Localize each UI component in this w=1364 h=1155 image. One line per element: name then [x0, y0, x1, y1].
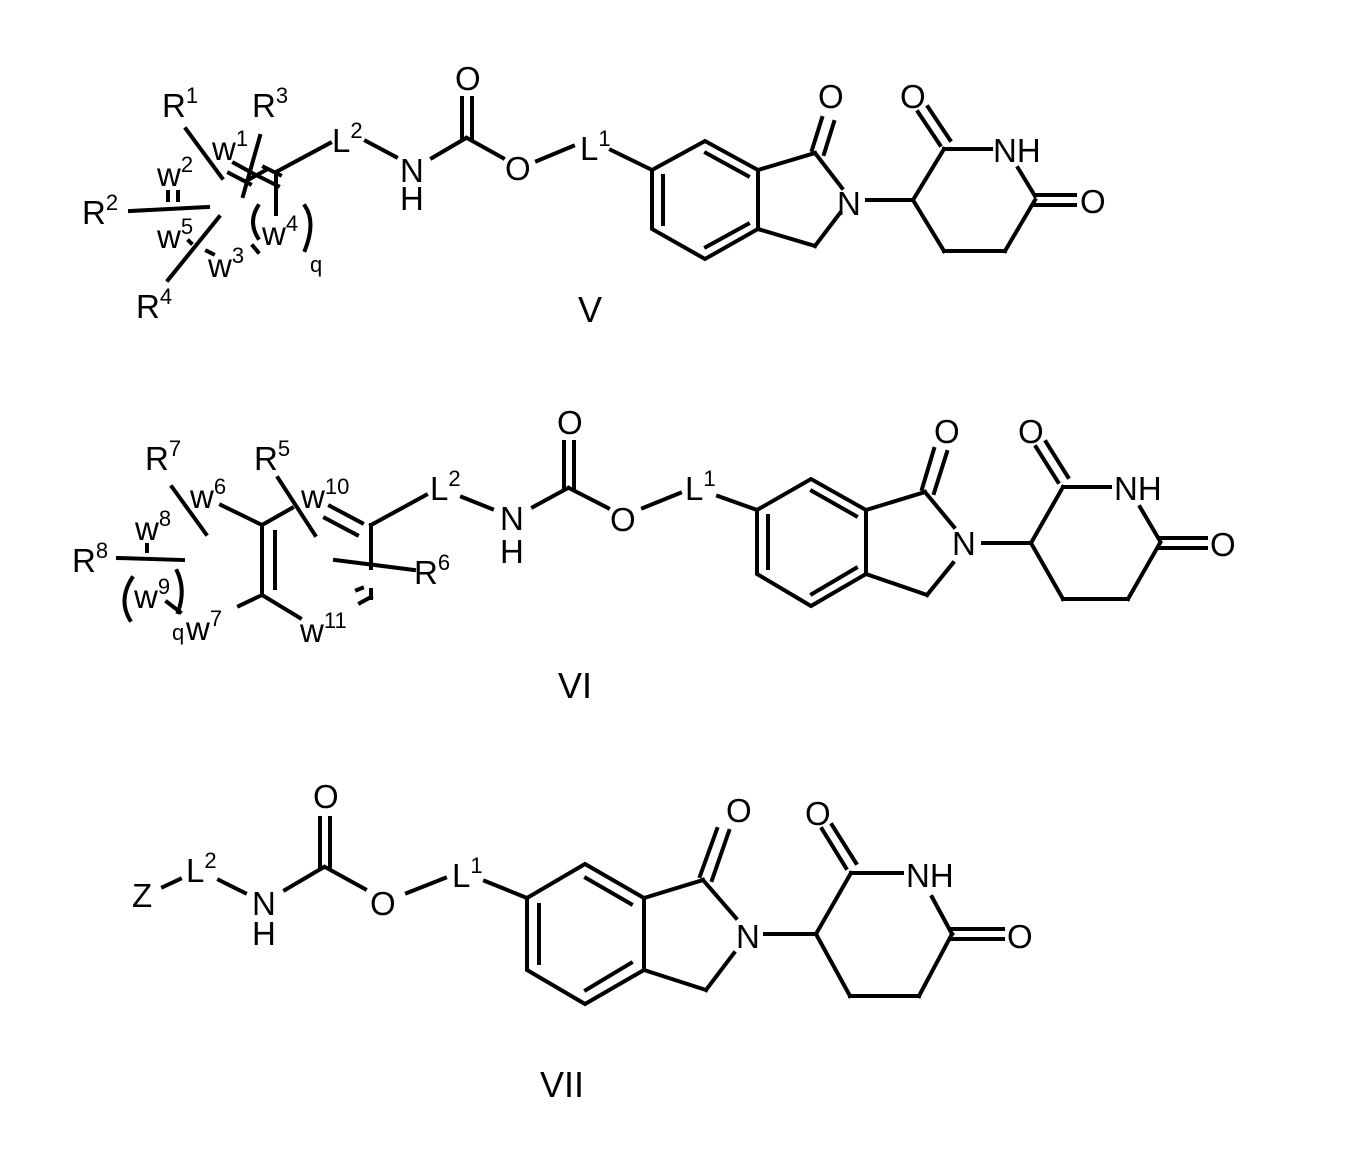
label-lactam-o: O [818, 78, 844, 115]
structure-vii: Z L2 N H O O L1 O N [132, 778, 1033, 1105]
label-r2: R2 [82, 190, 118, 231]
label-z: Z [132, 877, 152, 914]
structure-v: R1 R3 w1 w2 R2 w5 w3 w4 q R4 L2 N H O O … [82, 60, 1106, 330]
label-carbonyl-o: O [455, 60, 481, 97]
label-ring-n-vii: N [736, 918, 760, 955]
label-ring-n: N [837, 185, 861, 222]
label-ester-o-vii: O [370, 885, 396, 922]
label-w11: w11 [299, 608, 347, 649]
label-l1: L1 [580, 126, 611, 167]
label-w9: w9 [133, 574, 170, 615]
label-imide-nh-vii: NH [906, 857, 954, 894]
label-w5: w5 [156, 214, 193, 255]
label-carbonyl-o-vi: O [557, 404, 583, 441]
structure-vi: R7 w6 R5 w10 w8 R8 w9 q w7 w11 R6 L2 N H… [72, 404, 1236, 706]
label-w8: w8 [134, 506, 171, 547]
label-imide-o2-vi: O [1210, 526, 1236, 563]
label-imide-o1-vi: O [1018, 413, 1044, 450]
label-w7: w7 [185, 606, 222, 647]
label-imide-nh: NH [993, 132, 1041, 169]
structure-vi-variable-rings [115, 475, 429, 623]
caption-vii: VII [540, 1064, 584, 1105]
label-imide-o2: O [1080, 183, 1106, 220]
caption-v: V [578, 289, 602, 330]
structure-vii-isoindolinone [525, 826, 739, 1007]
label-nh-n: N [400, 152, 424, 189]
label-w4: w4 [261, 211, 298, 252]
label-l1-vi: L1 [685, 466, 716, 507]
label-nh-h-vi: H [500, 533, 524, 570]
label-imide-o2-vii: O [1007, 918, 1033, 955]
structure-vi-isoindolinone [755, 446, 957, 609]
label-lactam-o-vi: O [934, 413, 960, 450]
caption-vi: VI [558, 665, 592, 706]
label-ring-n-vi: N [952, 525, 976, 562]
label-w2: w2 [156, 152, 193, 193]
label-w1: w1 [211, 126, 248, 167]
label-q-vi: q [172, 620, 184, 645]
structure-vii-glutarimide [763, 822, 1005, 999]
label-r8: R8 [72, 538, 108, 579]
label-nh-h: H [400, 180, 424, 217]
label-imide-o1-vii: O [805, 795, 831, 832]
label-imide-o1: O [900, 78, 926, 115]
label-nh-n-vi: N [500, 500, 524, 537]
label-w3: w3 [207, 243, 244, 284]
label-l2-vi: L2 [430, 466, 461, 507]
label-nh-h-vii: H [252, 915, 276, 952]
label-lactam-o-vii: O [726, 792, 752, 829]
label-w6: w6 [189, 474, 226, 515]
label-l2-vii: L2 [186, 848, 217, 889]
label-r7: R7 [145, 436, 181, 477]
label-carbonyl-o-vii: O [313, 778, 339, 815]
label-l1-vii: L1 [452, 853, 483, 894]
label-w10: w10 [300, 474, 349, 515]
label-r5: R5 [254, 436, 290, 477]
label-imide-nh-vi: NH [1114, 470, 1162, 507]
structure-v-glutarimide [865, 104, 1077, 254]
label-l2: L2 [332, 118, 363, 159]
label-q: q [310, 252, 322, 277]
label-r6: R6 [414, 550, 450, 591]
label-ester-o-vi: O [610, 501, 636, 538]
label-nh-n-vii: N [252, 885, 276, 922]
structure-vi-glutarimide [981, 439, 1208, 602]
label-r1: R1 [162, 83, 198, 124]
label-ester-o: O [505, 150, 531, 187]
label-r4: R4 [136, 284, 172, 325]
label-r3: R3 [252, 83, 288, 124]
structure-v-variable-ring [127, 126, 333, 283]
structure-v-isoindolinone [650, 115, 845, 262]
